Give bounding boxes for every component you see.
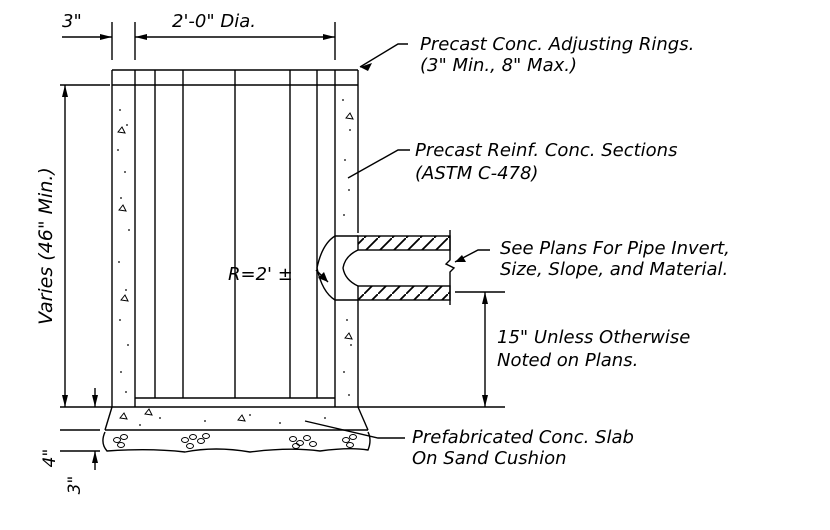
leader-sections [347,149,410,179]
concrete-stipple [117,99,352,426]
concrete-aggregate [117,112,354,422]
wall-thickness-label: 3" [62,11,82,32]
slab-thickness-label: 4" [40,449,60,468]
sand-cushion-gravel [113,433,357,449]
cushion-thickness-label: 3" [65,476,85,495]
sections-note-line1: Precast Reinf. Conc. Sections [415,140,677,161]
diameter-label: 2'-0" Dia. [172,11,256,32]
leader-slab [304,420,405,439]
pipe-offset-label-line1: 15" Unless Otherwise [497,327,690,348]
pipe [316,230,456,305]
manhole-right-wall [334,70,359,407]
interior-section-lines [154,70,318,398]
pipe-note-line1: See Plans For Pipe Invert, [500,238,730,259]
dim-height [60,84,110,407]
manhole-left-wall [111,70,136,407]
sections-note-line2: (ASTM C-478) [415,163,538,184]
base-slab [60,406,505,431]
adjusting-rings-note-line2: (3" Min., 8" Max.) [420,55,577,76]
height-label: Varies (46" Min.) [35,167,57,325]
sand-cushion-outline [102,431,371,453]
dim-pipe-offset [455,291,505,407]
radius-label: R=2' ± [228,264,293,285]
adjusting-rings-note-line1: Precast Conc. Adjusting Rings. [420,34,694,55]
arrowheads [62,34,488,463]
dim-diameter [135,22,336,60]
slab-note-line1: Prefabricated Conc. Slab [412,427,634,448]
leader-adjusting-rings [359,43,408,68]
pipe-offset-label-line2: Noted on Plans. [497,350,638,371]
slab-note-line2: On Sand Cushion [412,448,567,469]
pipe-note-line2: Size, Slope, and Material. [500,259,728,280]
